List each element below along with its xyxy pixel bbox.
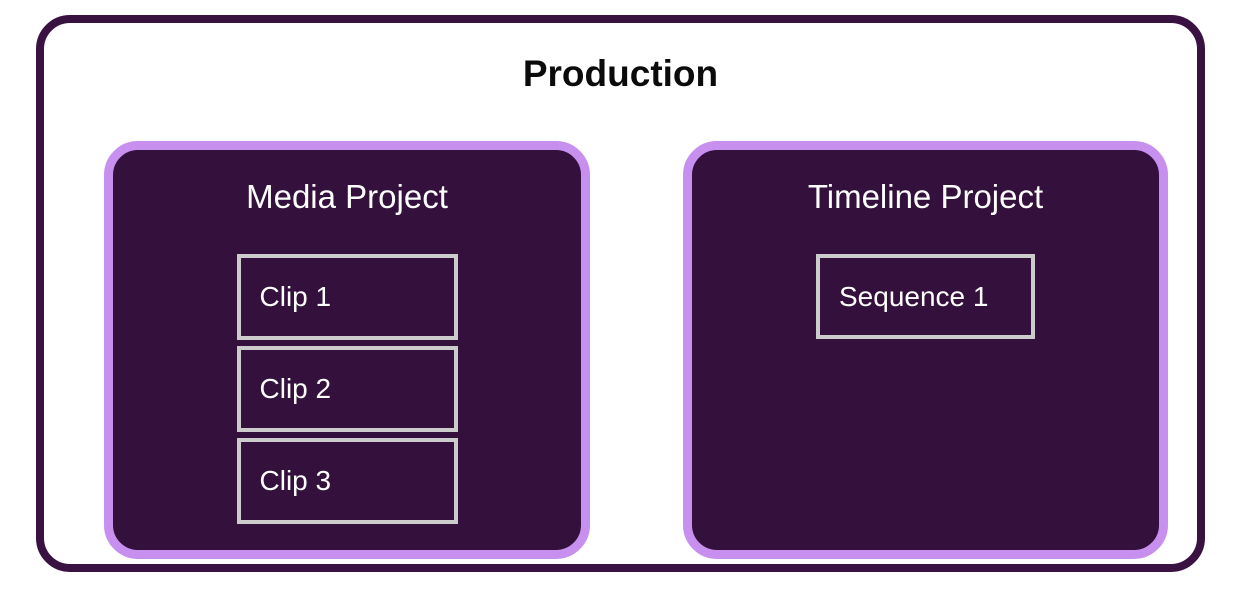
sequence-1-label: Sequence 1 [839, 280, 989, 312]
clip-3-box: Clip 3 [236, 438, 458, 524]
timeline-project-title: Timeline Project [807, 178, 1044, 215]
media-project-panel: Media Project Clip 1 Clip 2 Clip 3 [104, 141, 590, 559]
timeline-project-panel: Timeline Project Sequence 1 [683, 141, 1168, 559]
production-container: Production Media Project Clip 1 Clip 2 C… [36, 15, 1205, 572]
sequence-1-box: Sequence 1 [816, 254, 1035, 339]
production-title: Production [522, 53, 719, 94]
timeline-project-sequence-list: Sequence 1 [692, 254, 1159, 339]
media-project-clip-list: Clip 1 Clip 2 Clip 3 [113, 254, 581, 524]
clip-1-label: Clip 1 [259, 281, 332, 312]
clip-2-label: Clip 2 [259, 373, 332, 404]
clip-2-box: Clip 2 [236, 346, 458, 432]
clip-1-box: Clip 1 [236, 254, 458, 340]
media-project-title: Media Project [246, 178, 448, 215]
clip-3-label: Clip 3 [259, 465, 332, 496]
